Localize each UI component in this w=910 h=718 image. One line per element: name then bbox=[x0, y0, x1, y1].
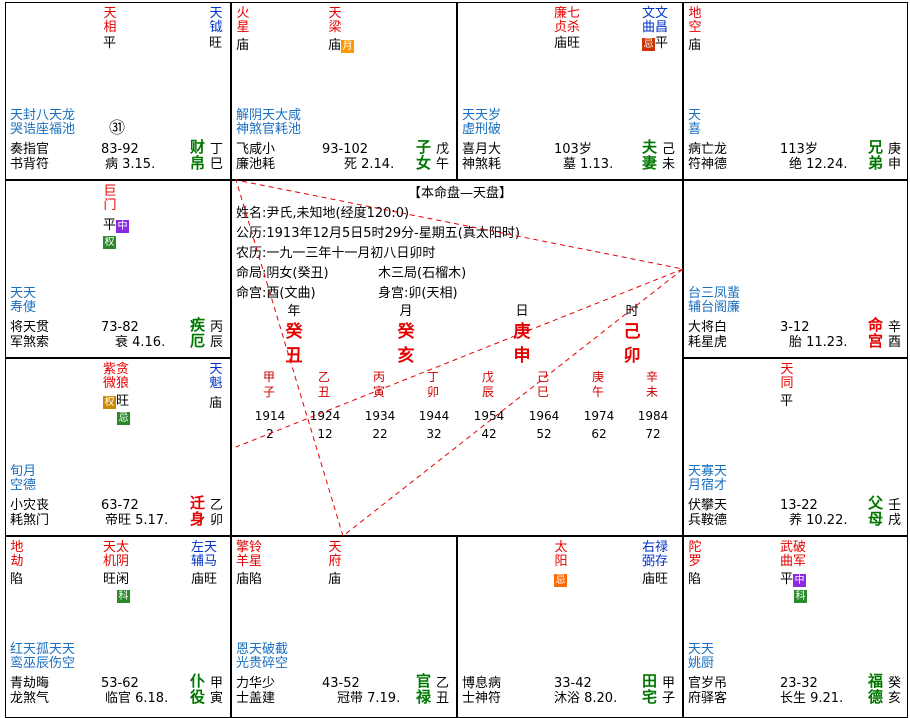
dayun-stem: 乙 bbox=[317, 370, 330, 384]
dayun-year: 1984 bbox=[637, 409, 669, 423]
palace-chen[interactable]: 巨门 平中 权 天天 寿使 将天贯 军煞索 73-82 衰 4.16. 疾 厄 … bbox=[5, 180, 231, 358]
palace-you[interactable]: 台三凤蜚 辅台阁廉 大将白 耗星虎 3-12 胎 11.23. 命 宫 辛 酉 bbox=[683, 180, 908, 358]
person-name: 姓名:尹氏,未知地(经度120:0) bbox=[236, 206, 410, 221]
badge-ji: 忌 bbox=[642, 38, 655, 51]
palace-wei[interactable]: 廉七 贞杀 庙旺 文文 曲昌 忌平 天天岁 虚刑破 喜月大 神煞耗 103岁 墓… bbox=[457, 2, 683, 180]
dayun-stem: 丙 bbox=[372, 370, 385, 384]
palace-shen[interactable]: 地空 庙 天 喜 病亡龙 符神德 113岁 绝 12.24. 兄 弟 庚 申 bbox=[683, 2, 908, 180]
dayun-year: 1954 bbox=[473, 409, 505, 423]
gong-b: 身宫:卯(天相) bbox=[378, 286, 458, 301]
palace-yin[interactable]: 地劫 陷 天太 机阴 旺闲 科 左天 辅马 庙旺 红天孤天天 鸾巫辰伤空 青劫晦… bbox=[5, 536, 231, 718]
star-aux: 天钺 bbox=[209, 6, 223, 35]
badge-quan: 权 bbox=[103, 236, 116, 249]
palace-wu[interactable]: 火星 庙 天梁 庙月 解阴天大咸 神煞官耗池 飞咸小 廉池耗 93-102 死 … bbox=[231, 2, 457, 180]
palace-xu[interactable]: 天同 平 天寡天 月宿才 伏攀天 兵鞍德 13-22 养 10.22. 父 母 … bbox=[683, 358, 908, 536]
pillar-stem: 癸 bbox=[285, 322, 303, 342]
palace-name: 财 bbox=[190, 138, 206, 156]
dayun-age: 72 bbox=[645, 427, 661, 441]
dayun-year: 1974 bbox=[583, 409, 615, 423]
palace-mao[interactable]: 紫贪 微狼 权旺 忌 天魁 庙 旬月 空德 小灾丧 耗煞门 63-72 帝旺 5… bbox=[5, 358, 231, 536]
dayun-age: 12 bbox=[317, 427, 333, 441]
minor-stars: 哭诰座福池 bbox=[10, 122, 76, 137]
ju-b: 木三局(石榴木) bbox=[378, 266, 467, 281]
dayun-age: 22 bbox=[372, 427, 388, 441]
palace-si[interactable]: 天相 平 天钺 旺 ㉛ 天封八天龙 哭诰座福池 奏指官 书背符 83-92 病 … bbox=[5, 2, 231, 180]
dayun-year: 1944 bbox=[418, 409, 450, 423]
dayun-year: 1924 bbox=[309, 409, 341, 423]
lunar-date: 农历:一九一三年十一月初八日卯时 bbox=[236, 246, 436, 261]
branch: 巳 bbox=[210, 157, 224, 172]
badge-zhong: 中 bbox=[116, 220, 130, 233]
dayun-age: 62 bbox=[591, 427, 607, 441]
palace-zi[interactable]: 太阳 忌 右禄 弼存 庙旺 博息病 士神符 33-42 沐浴 8.20. 田 宅… bbox=[457, 536, 683, 718]
center-title: 【本命盘—天盘】 bbox=[408, 186, 513, 201]
palace-chou[interactable]: 擎铃 羊星 庙陷 天府 庙 恩天破截 光贵碎空 力华少 士盖建 43-52 冠带… bbox=[231, 536, 457, 718]
palace-name: 帛 bbox=[190, 154, 206, 172]
dayun-branch: 巳 bbox=[536, 385, 549, 399]
dayun-branch: 子 bbox=[262, 385, 275, 399]
dayun-age: 32 bbox=[426, 427, 442, 441]
dayun-age: 52 bbox=[536, 427, 552, 441]
ju-a: 命局:阴女(癸丑) bbox=[236, 266, 329, 281]
badge-yue: 月 bbox=[341, 40, 355, 53]
pillar-branch: 丑 bbox=[285, 346, 303, 366]
pillar-head: 年 bbox=[287, 304, 301, 319]
icon-circle: ㉛ bbox=[109, 118, 126, 137]
dayun-age: 2 bbox=[266, 427, 274, 441]
dayun-branch: 卯 bbox=[426, 385, 439, 399]
spirits-row: 奏指官 bbox=[10, 142, 50, 157]
dayun-age: 42 bbox=[481, 427, 497, 441]
dayun-branch: 寅 bbox=[372, 385, 385, 399]
dayun-stem: 庚 bbox=[591, 370, 604, 384]
dayun-branch: 辰 bbox=[481, 385, 494, 399]
dayun-stem: 甲 bbox=[262, 370, 275, 384]
dayun-branch: 丑 bbox=[317, 385, 330, 399]
palace-hai[interactable]: 陀罗 陷 武破 曲军 平中 科 天天 姚厨 官岁吊 府驿客 23-32 长生 9… bbox=[683, 536, 908, 718]
dayun-stem: 己 bbox=[536, 370, 549, 384]
dayun-year: 1964 bbox=[528, 409, 560, 423]
star-brightness: 旺 bbox=[209, 36, 223, 51]
dayun-year: 1934 bbox=[364, 409, 396, 423]
age-range: 83-92 bbox=[101, 142, 139, 157]
spirits-row: 书背符 bbox=[10, 157, 50, 172]
life-stage: 病 3.15. bbox=[105, 157, 156, 172]
stem: 丁 bbox=[210, 142, 224, 157]
minor-stars: 天封八天龙 bbox=[10, 108, 76, 123]
dayun-stem: 辛 bbox=[645, 370, 658, 384]
dayun-branch: 午 bbox=[591, 385, 604, 399]
star-brightness: 平 bbox=[103, 36, 117, 51]
dayun-stem: 戊 bbox=[481, 370, 494, 384]
solar-date: 公历:1913年12月5日5时29分-星期五(真太阳时) bbox=[236, 226, 520, 241]
center-panel: 【本命盘—天盘】 姓名:尹氏,未知地(经度120:0) 公历:1913年12月5… bbox=[231, 180, 683, 536]
dayun-branch: 未 bbox=[645, 385, 658, 399]
dayun-year: 1914 bbox=[254, 409, 286, 423]
star-main: 天相 bbox=[103, 6, 117, 35]
gong-a: 命宫:酉(文曲) bbox=[236, 286, 316, 301]
ziwei-chart: 天相 平 天钺 旺 ㉛ 天封八天龙 哭诰座福池 奏指官 书背符 83-92 病 … bbox=[5, 2, 908, 718]
dayun-stem: 丁 bbox=[426, 370, 439, 384]
